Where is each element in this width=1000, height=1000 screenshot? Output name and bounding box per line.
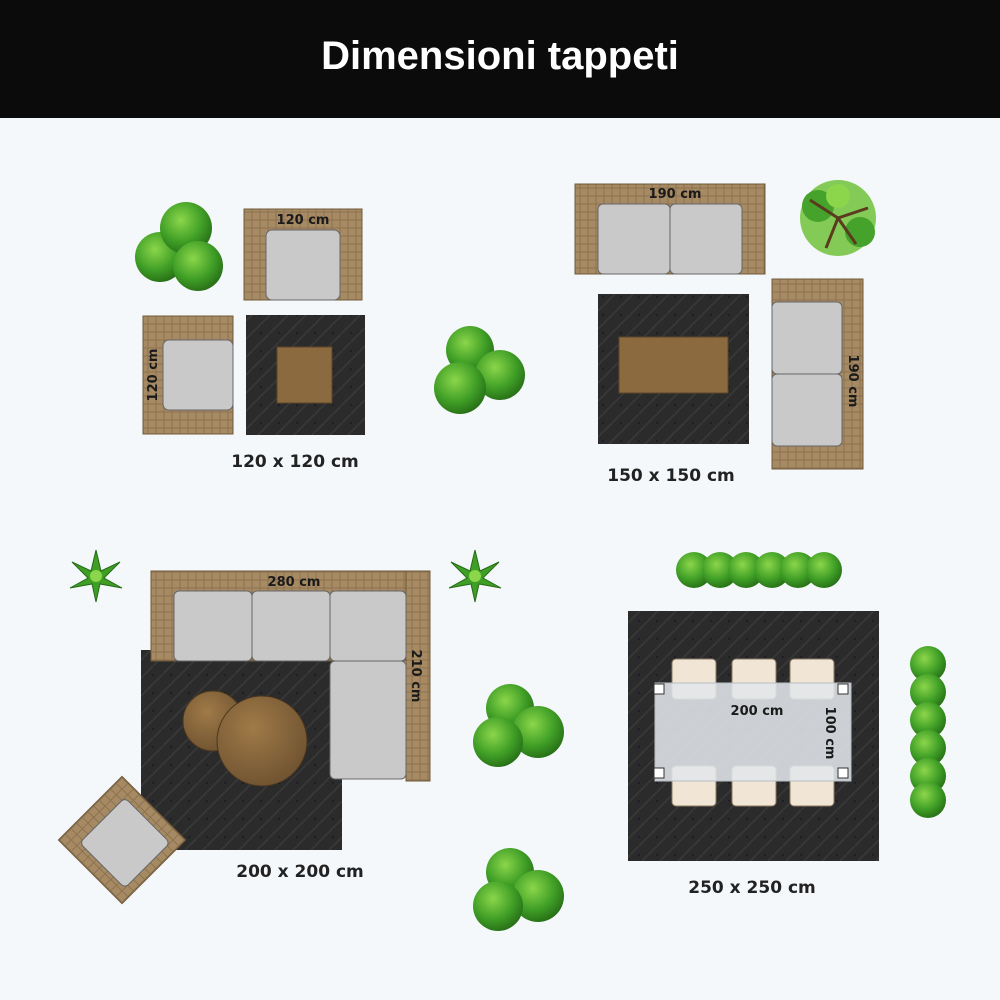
dining-table bbox=[653, 682, 852, 782]
coffee-table bbox=[618, 336, 729, 394]
agave-icon bbox=[69, 549, 123, 603]
table-depth-label: 100 cm bbox=[822, 707, 837, 760]
armchair-left-label: 120 cm bbox=[146, 349, 161, 402]
title-banner: Dimensioni tappeti bbox=[0, 0, 1000, 118]
rug-size-caption: 120 x 120 cm bbox=[231, 452, 358, 472]
rug-size-caption: 200 x 200 cm bbox=[236, 862, 363, 882]
set-120: 120 cm 120 cm 120 x 120 cm bbox=[135, 202, 365, 472]
coffee-table bbox=[216, 695, 308, 787]
armchair-rotated bbox=[57, 775, 187, 905]
hedge-icon bbox=[676, 552, 842, 588]
hedge-icon bbox=[910, 646, 946, 818]
table-width-label: 200 cm bbox=[731, 704, 784, 719]
tree-icon bbox=[800, 180, 876, 256]
sofa-right bbox=[771, 278, 864, 470]
coffee-table bbox=[276, 346, 333, 404]
set-250: 200 cm 100 cm 250 x 250 cm bbox=[628, 552, 946, 898]
corner-sofa bbox=[150, 570, 431, 782]
page-title: Dimensioni tappeti bbox=[321, 34, 679, 78]
sofa-top-label: 190 cm bbox=[649, 187, 702, 202]
bush-icon bbox=[434, 326, 525, 414]
set-200: 280 cm 210 cm 200 x 200 cm bbox=[57, 549, 502, 905]
sofa-right-label: 190 cm bbox=[845, 355, 860, 408]
sofa-width-label: 280 cm bbox=[268, 575, 321, 590]
sofa-depth-label: 210 cm bbox=[408, 650, 423, 703]
armchair-top bbox=[243, 208, 363, 301]
rug-size-caption: 150 x 150 cm bbox=[607, 466, 734, 486]
agave-icon bbox=[448, 549, 502, 603]
set-150: 190 cm 190 cm 150 x 150 cm bbox=[574, 180, 876, 486]
sofa-top bbox=[574, 183, 766, 275]
bush-icon bbox=[135, 202, 223, 291]
bush-icon bbox=[473, 684, 564, 767]
armchair-left bbox=[142, 315, 234, 435]
rug-size-caption: 250 x 250 cm bbox=[688, 878, 815, 898]
armchair-top-label: 120 cm bbox=[277, 213, 330, 228]
bush-icon bbox=[473, 848, 564, 931]
